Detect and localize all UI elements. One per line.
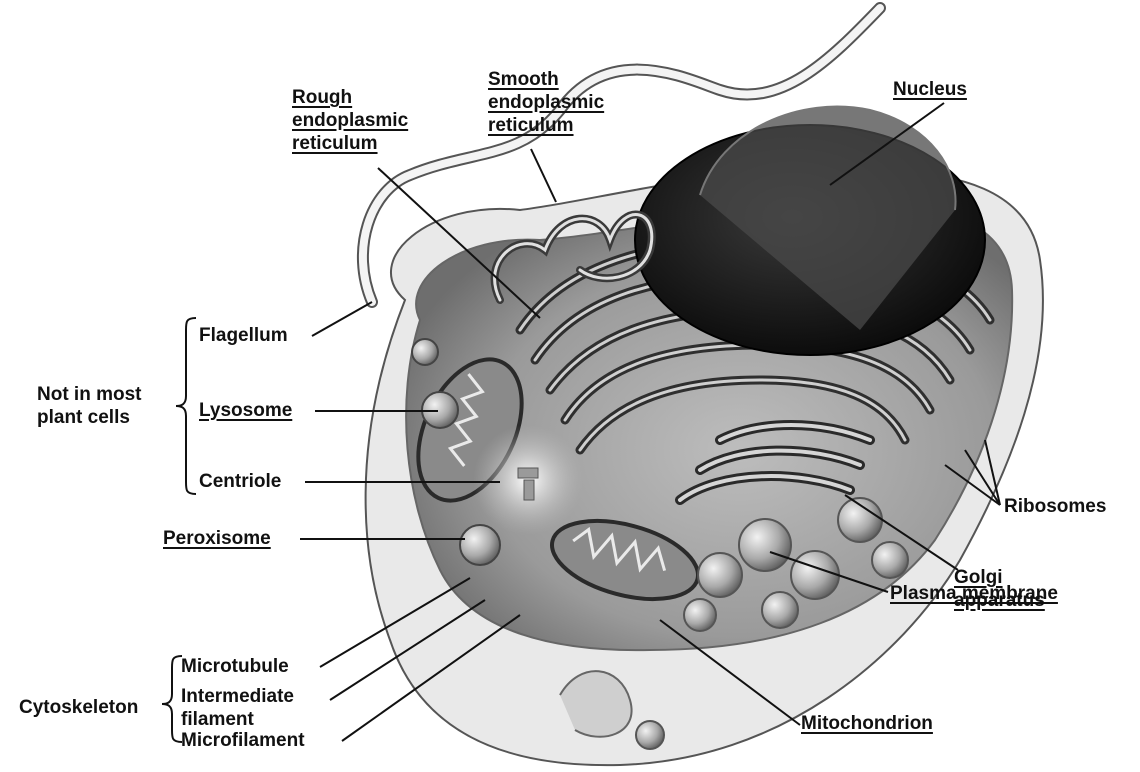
brace-not-in-plant xyxy=(176,318,196,494)
label-nucleus: Nucleus xyxy=(893,78,967,101)
label-plasma-membrane: Plasma membrane xyxy=(890,582,1058,605)
label-centriole: Centriole xyxy=(199,470,281,493)
peroxisome-shape xyxy=(460,525,500,565)
group-label-cytoskeleton: Cytoskeleton xyxy=(19,696,138,719)
label-lysosome: Lysosome xyxy=(199,399,292,422)
label-flagellum: Flagellum xyxy=(199,324,288,347)
brace-cytoskeleton xyxy=(162,656,182,742)
label-microtubule: Microtubule xyxy=(181,655,289,678)
label-microfilament: Microfilament xyxy=(181,729,305,752)
label-peroxisome: Peroxisome xyxy=(163,527,271,550)
label-mitochondrion: Mitochondrion xyxy=(801,712,933,735)
label-ribosomes: Ribosomes xyxy=(1004,495,1106,518)
